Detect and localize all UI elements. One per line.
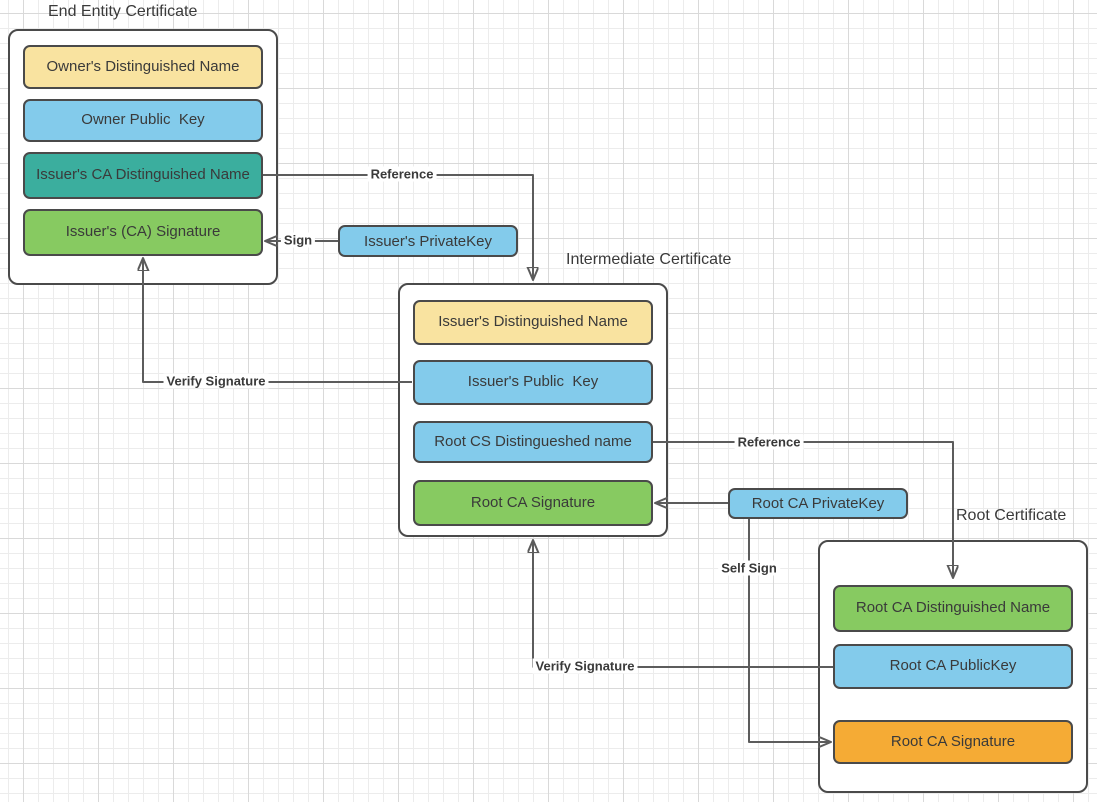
field-issuers-ca-distinguished-name: Issuer's CA Distinguished Name [23, 152, 263, 199]
field-issuers-public-key: Issuer's Public Key [413, 360, 653, 405]
issuers-privatekey-box: Issuer's PrivateKey [338, 225, 518, 257]
field-owner-public-key: Owner Public Key [23, 99, 263, 142]
field-issuers-distinguished-name: Issuer's Distinguished Name [413, 300, 653, 345]
self-sign-label: Self Sign [718, 560, 780, 576]
field-root-ca-signature-root: Root CA Signature [833, 720, 1073, 764]
intermediate-certificate-title: Intermediate Certificate [566, 251, 732, 268]
root-ca-privatekey-box: Root CA PrivateKey [728, 488, 908, 519]
end-entity-certificate-title: End Entity Certificate [48, 3, 198, 20]
field-root-ca-distinguished-name: Root CA Distinguished Name [833, 585, 1073, 632]
reference-label-1: Reference [367, 166, 437, 182]
verify-signature-arrow-2 [533, 540, 833, 668]
field-issuers-ca-signature: Issuer's (CA) Signature [23, 209, 263, 256]
sign-label: Sign [280, 232, 316, 248]
field-root-cs-distingueshed-name: Root CS Distingueshed name [413, 421, 653, 463]
verify-signature-label-1: Verify Signature [163, 373, 269, 389]
verify-signature-label-2: Verify Signature [532, 658, 638, 674]
field-owners-distinguished-name: Owner's Distinguished Name [23, 45, 263, 89]
field-root-ca-publickey: Root CA PublicKey [833, 644, 1073, 689]
root-certificate-title: Root Certificate [956, 507, 1067, 524]
field-root-ca-signature-intermediate: Root CA Signature [413, 480, 653, 526]
reference-label-2: Reference [734, 434, 804, 450]
